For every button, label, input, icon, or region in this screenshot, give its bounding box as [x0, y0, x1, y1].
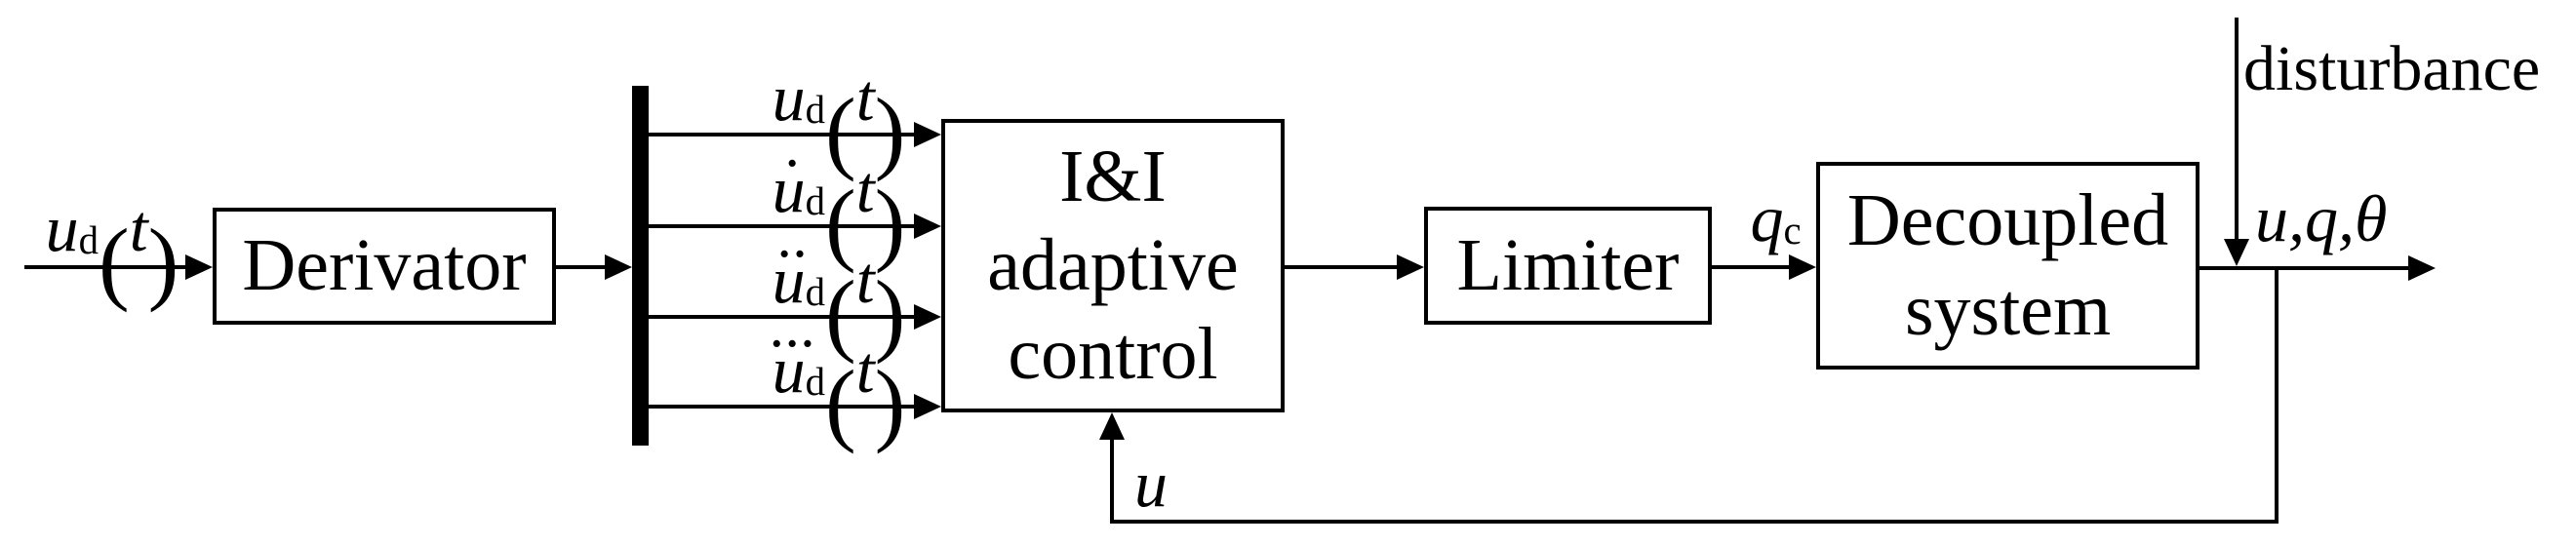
control-to-limiter-arrowhead-icon [1397, 254, 1424, 280]
signal-line-ud-dot [649, 224, 917, 228]
ii-block-line3: control [1008, 313, 1218, 396]
decoupled-block-line1: Decoupled [1846, 179, 2169, 262]
derivator-to-bus-arrowhead-icon [605, 254, 632, 280]
signal-arrowhead-ud-ddot-icon [914, 304, 941, 330]
derivator-to-bus-line [556, 265, 608, 269]
ii-block-line2: adaptive [987, 223, 1239, 306]
decoupled-block-line2: system [1904, 268, 2112, 351]
output-signal-line [2200, 266, 2411, 270]
decoupled-system-block: Decoupled system [1816, 162, 2200, 370]
feedback-signal-label: u [1134, 447, 1168, 521]
disturbance-arrowhead-icon [2224, 239, 2249, 266]
input-signal-line [24, 265, 188, 269]
signal-line-ud-ddot [649, 315, 917, 319]
limiter-to-plant-line [1712, 265, 1792, 269]
feedback-up-line [1110, 438, 1114, 522]
feedback-arrowhead-icon [1099, 412, 1125, 440]
output-signal-label: u,q,θ [2255, 181, 2388, 255]
derivative-dots-3: ˙˙˙ [765, 324, 818, 399]
signal-arrowhead-ud-dddot-icon [914, 394, 941, 419]
feedback-bottom-line [1110, 520, 2279, 524]
limiter-block: Limiter [1424, 207, 1712, 325]
output-arrowhead-icon [2408, 255, 2436, 281]
signal-line-ud-dddot [649, 405, 917, 409]
limiter-to-plant-arrowhead-icon [1789, 254, 1816, 280]
derivative-dots-2: ˙˙ [773, 234, 811, 309]
signal-arrowhead-ud-icon [914, 122, 941, 147]
signal-bus-bar [632, 86, 649, 446]
control-to-limiter-line [1285, 265, 1400, 269]
ii-block-line1: I&I [1059, 135, 1167, 217]
input-label-base: u [45, 191, 79, 265]
limiter-block-label: Limiter [1456, 223, 1680, 306]
feedback-branch-down-line [2275, 268, 2279, 524]
disturbance-line [2235, 18, 2239, 244]
input-arrowhead-icon [185, 254, 213, 280]
ii-adaptive-control-block: I&I adaptive control [941, 119, 1285, 412]
signal-arrowhead-ud-dot-icon [914, 214, 941, 239]
derivator-block: Derivator [213, 208, 556, 325]
derivative-dots-1: ˙ [780, 143, 804, 218]
disturbance-label: disturbance [2243, 33, 2541, 104]
derivator-block-label: Derivator [242, 224, 527, 307]
signal-line-ud [649, 133, 917, 136]
